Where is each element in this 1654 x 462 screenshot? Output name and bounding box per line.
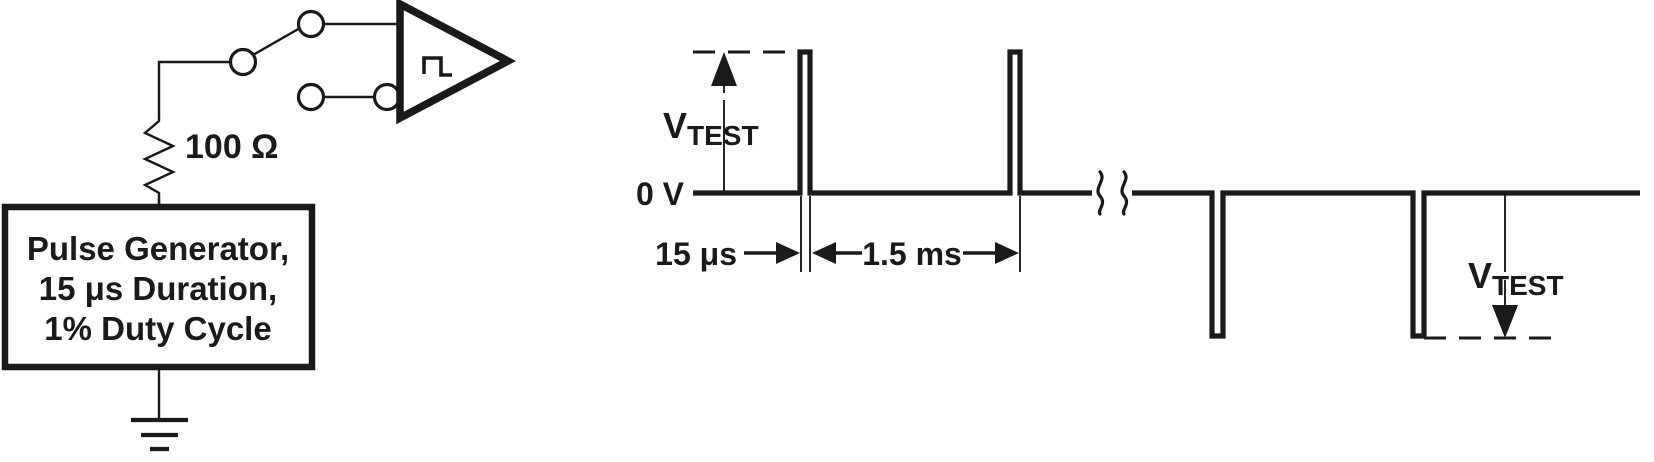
- resistor-value-label: 100 Ω: [185, 128, 278, 166]
- dimension-arrow-down-icon: [1492, 305, 1518, 338]
- generator-label-line1: Pulse Generator,: [27, 230, 289, 267]
- svg-text:VTEST: VTEST: [663, 105, 759, 151]
- resistor-zigzag-icon: [142, 113, 176, 210]
- switch-common-node: [228, 47, 258, 77]
- vtest-right-sub: TEST: [1492, 270, 1564, 301]
- waveform-trace-negative-section: [1132, 190, 1640, 339]
- ground-symbol-icon: [131, 417, 188, 452]
- svg-text:VTEST: VTEST: [1468, 255, 1564, 301]
- vtest-left-main: V: [663, 105, 687, 146]
- pulse-period-label: 1.5 ms: [862, 236, 962, 272]
- pulse-width-label: 15 μs: [655, 236, 737, 272]
- vtest-label-right: VTEST: [1468, 255, 1564, 301]
- vtest-left-sub: TEST: [687, 120, 759, 151]
- waveform-break-squiggle-icon: [1096, 170, 1129, 216]
- timing-witness-lines: [800, 196, 1021, 272]
- schmitt-trigger-comparator-icon[interactable]: [396, 0, 517, 125]
- wire-resistor-to-switch: [157, 60, 233, 117]
- vtest-label-left: VTEST: [663, 105, 759, 151]
- vtest-right-main: V: [1468, 255, 1492, 296]
- pulse-period-dimension: [812, 242, 1019, 264]
- wire-switch-to-comparator: [322, 22, 402, 99]
- pulse-width-dimension: [744, 242, 800, 264]
- dimension-arrow-right-icon: [776, 242, 800, 264]
- vtest-amplitude-dimension-right: [1492, 195, 1518, 338]
- dimension-arrow-up-icon: [711, 52, 737, 86]
- baseline-label: 0 V: [636, 176, 685, 212]
- dimension-arrow-left-icon: [812, 242, 836, 264]
- vtest-amplitude-dimension-left: [711, 52, 737, 193]
- generator-label-line3: 1% Duty Cycle: [44, 310, 271, 347]
- waveform-trace-positive-section: [693, 49, 1092, 196]
- generator-label-line2: 15 μs Duration,: [39, 270, 277, 307]
- dimension-arrow-right-icon-2: [995, 242, 1019, 264]
